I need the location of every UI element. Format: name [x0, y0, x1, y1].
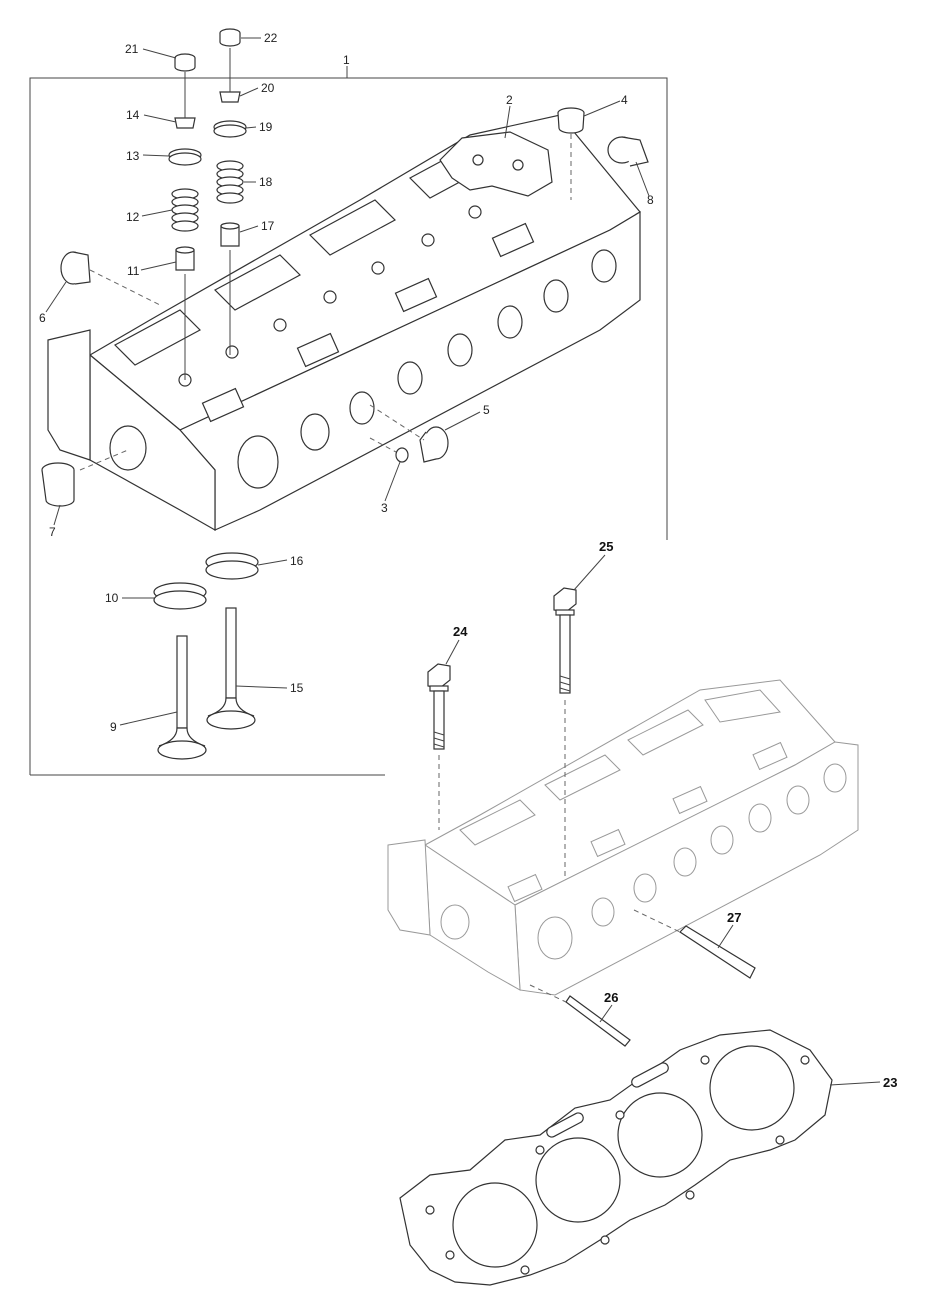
dowel-3 [369, 437, 409, 463]
head-gasket-23 [399, 1029, 833, 1286]
valve-15 [206, 607, 256, 730]
cup-plug-4 [557, 107, 585, 200]
callout-4: 4 [621, 93, 628, 107]
callout-27: 27 [727, 910, 741, 925]
bolt-25 [553, 587, 577, 880]
callout-2: 2 [506, 93, 513, 107]
callout-3: 3 [381, 501, 388, 515]
callout-21: 21 [125, 42, 139, 56]
callout-15: 15 [290, 681, 304, 695]
plug-7 [41, 449, 129, 507]
valve-9 [157, 635, 207, 760]
callout-14: 14 [126, 108, 140, 122]
callout-11: 11 [127, 264, 140, 278]
stud-27 [633, 909, 756, 979]
callout-19: 19 [259, 120, 273, 134]
cylinder-head-upper [47, 114, 641, 532]
rocker-cover-plate [439, 131, 553, 197]
callout-13: 13 [126, 149, 140, 163]
valve-spring-12 [171, 188, 199, 232]
callout-12: 12 [126, 210, 140, 224]
valve-seat-16 [205, 552, 259, 580]
callout-25: 25 [599, 539, 613, 554]
callout-18: 18 [259, 175, 273, 189]
callout-1: 1 [343, 53, 350, 67]
callout-9: 9 [110, 720, 117, 734]
plug-8 [607, 136, 649, 167]
callout-23: 23 [883, 1075, 897, 1090]
assembly-frame [29, 66, 668, 776]
callout-22: 22 [264, 31, 278, 45]
callout-7: 7 [49, 525, 56, 539]
callout-5: 5 [483, 403, 490, 417]
callout-20: 20 [261, 81, 275, 95]
callout-24: 24 [453, 624, 468, 639]
callout-labels: 1 2 3 4 5 6 7 8 9 10 11 12 13 14 15 16 1… [39, 31, 897, 1090]
leader-lines [45, 37, 881, 1086]
callout-16: 16 [290, 554, 304, 568]
callout-10: 10 [105, 591, 119, 605]
valve-train-parts [168, 28, 247, 380]
plug-6 [60, 251, 161, 306]
callout-17: 17 [261, 219, 275, 233]
valve-spring-18 [216, 160, 244, 204]
stud-26 [529, 984, 631, 1047]
cylinder-head-lower [387, 679, 859, 996]
plug-5 [369, 404, 449, 463]
valve-seat-10 [153, 582, 207, 610]
callout-6: 6 [39, 311, 46, 325]
callout-8: 8 [647, 193, 654, 207]
callout-26: 26 [604, 990, 618, 1005]
bolt-24 [427, 663, 451, 830]
